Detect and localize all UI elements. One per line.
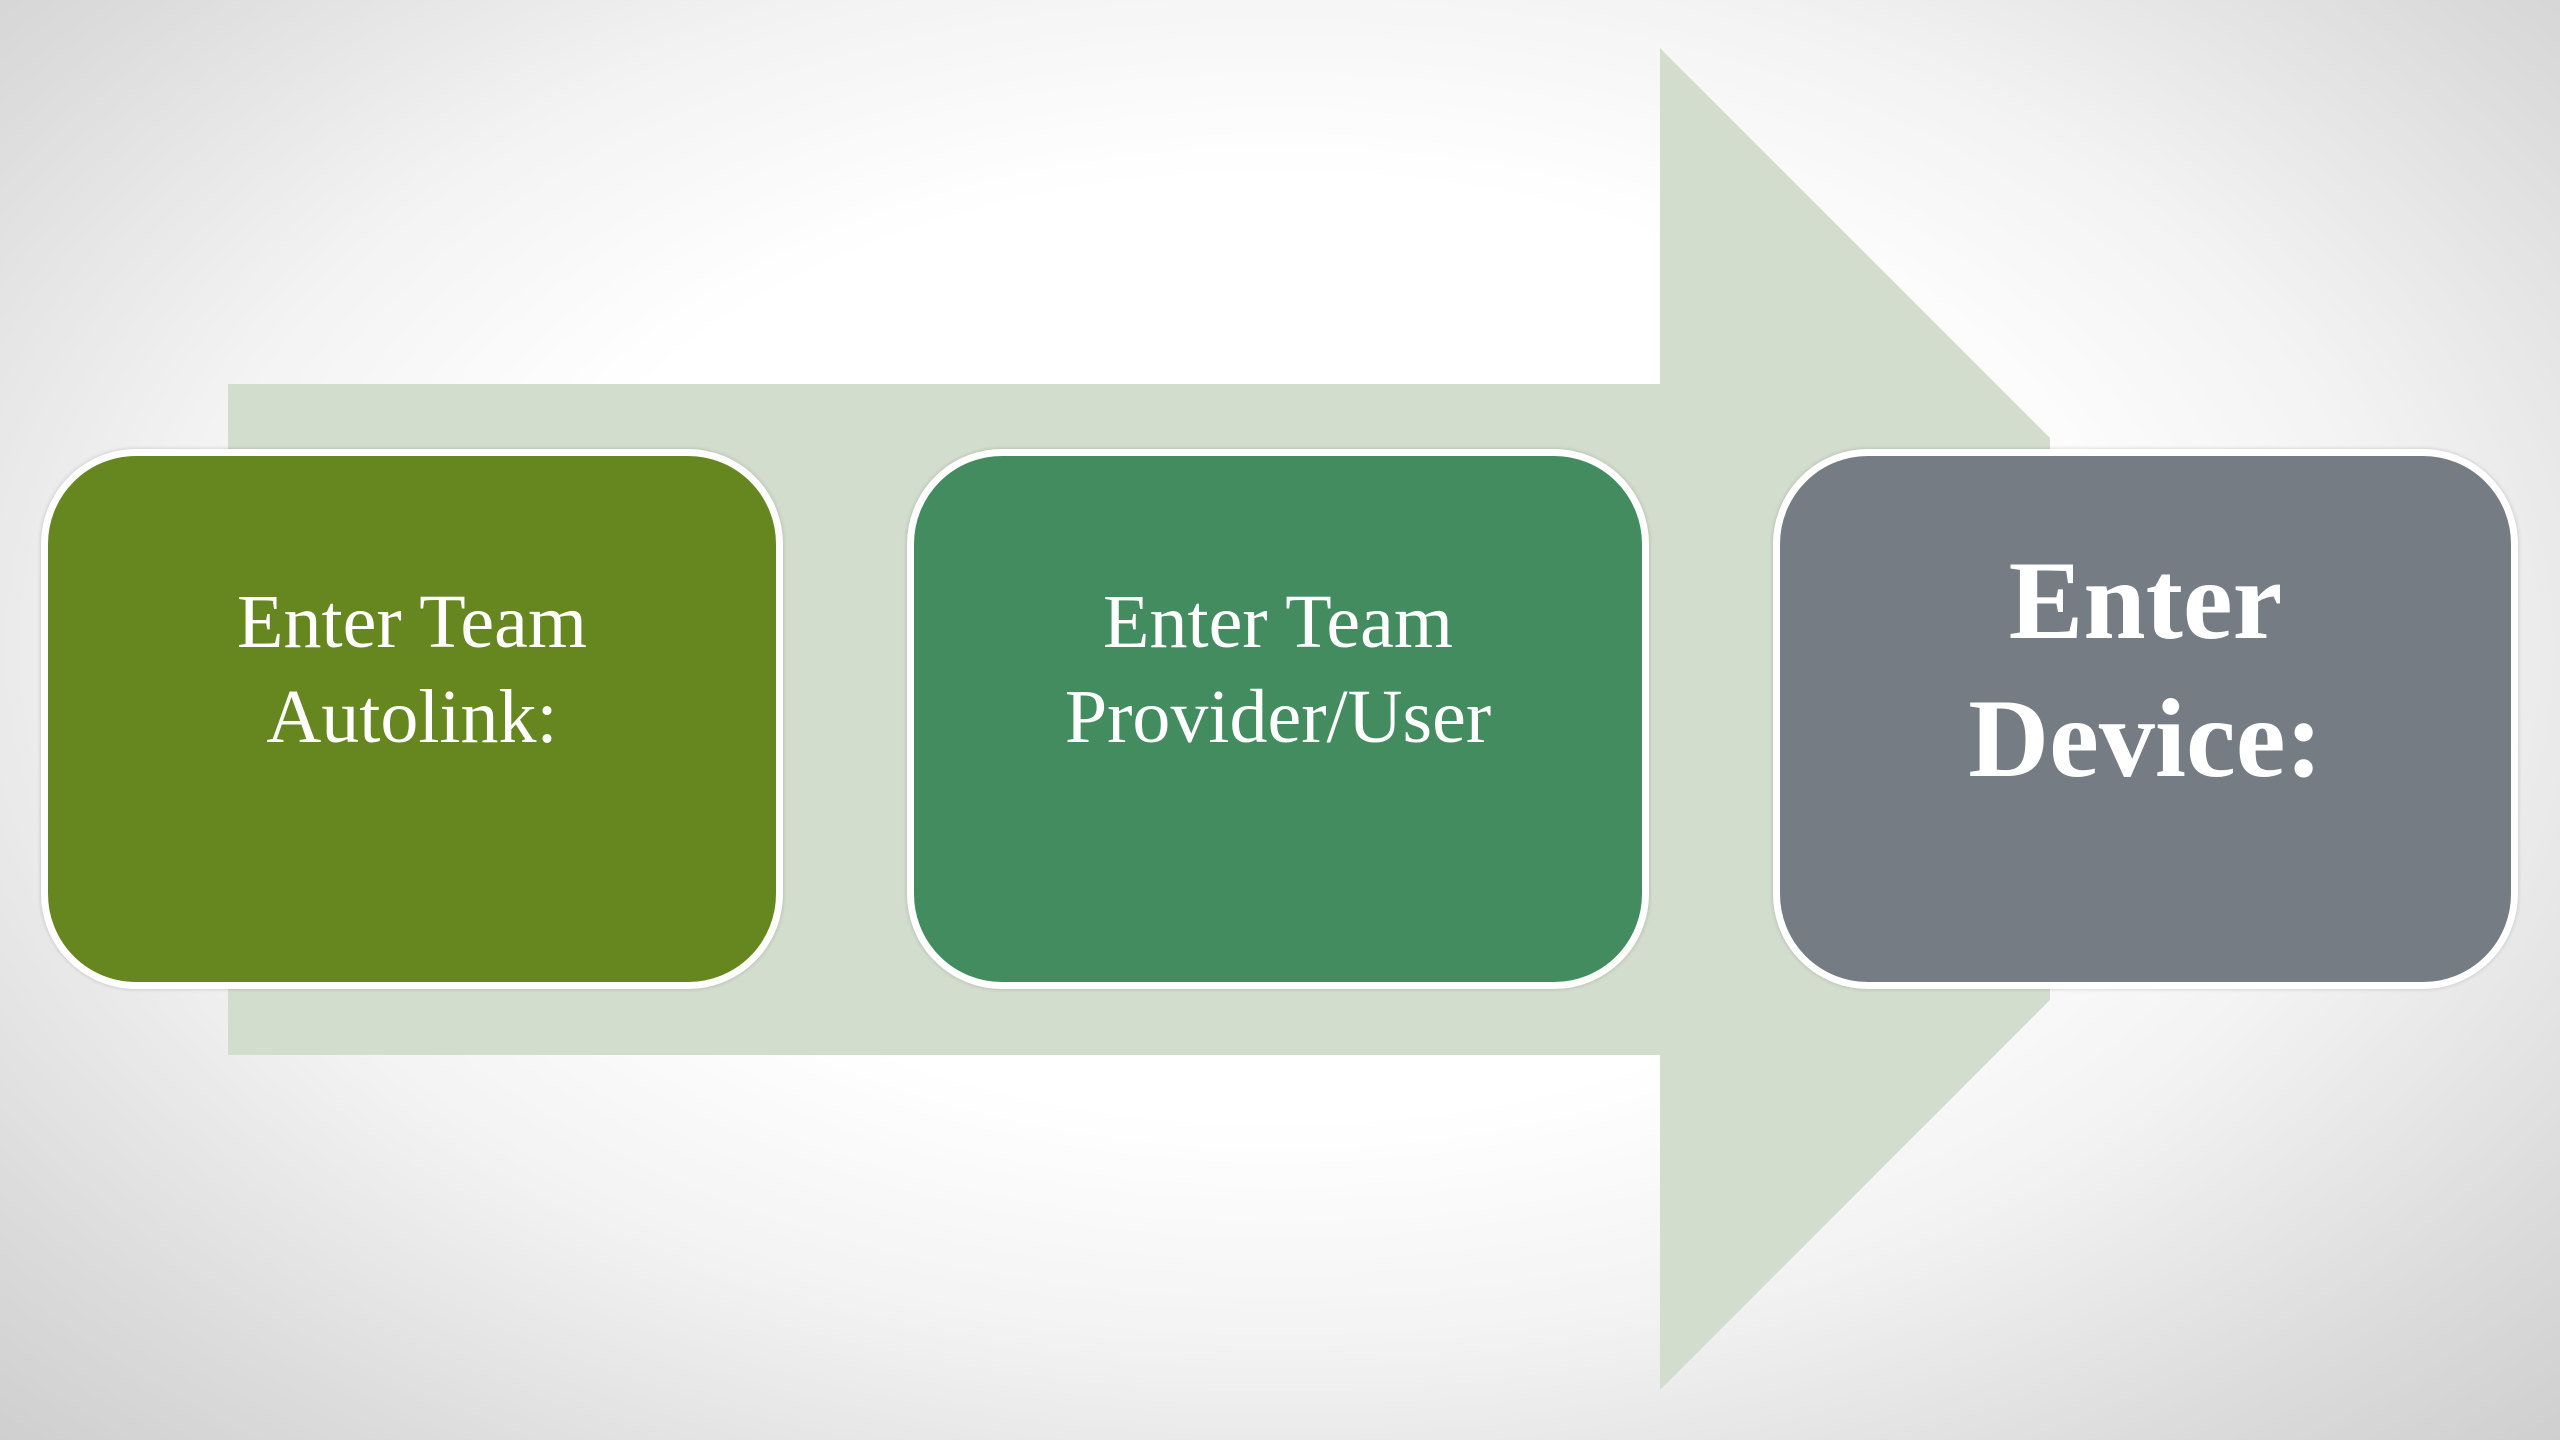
step-label-team-autolink: Enter Team Autolink: [237,580,587,759]
step-box-team-provider-user[interactable]: Enter Team Provider/User [907,449,1649,989]
step-box-device[interactable]: Enter Device: [1773,449,2518,989]
step-label-team-provider-user: Enter Team Provider/User [1064,580,1492,759]
step-label-device: Enter Device: [1968,539,2323,801]
step-box-team-autolink[interactable]: Enter Team Autolink: [41,449,783,989]
